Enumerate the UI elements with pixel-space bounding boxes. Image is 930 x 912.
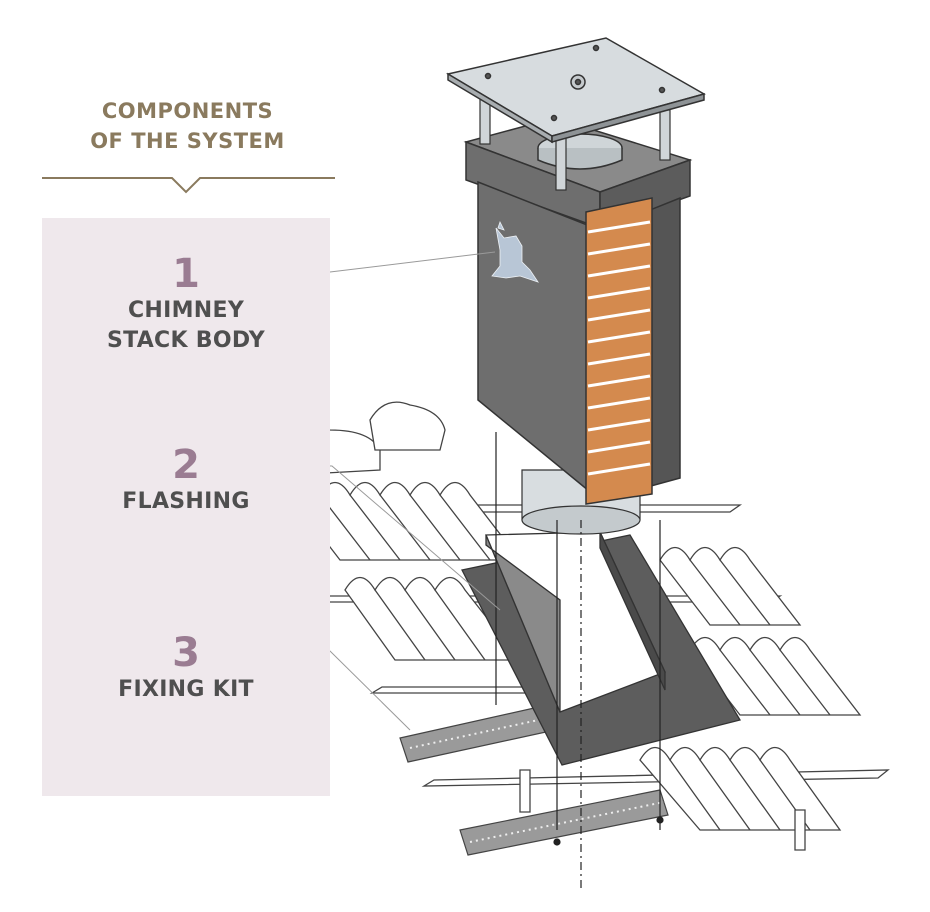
chimney-stack-body xyxy=(463,117,693,505)
component-1-name-line-1: CHIMNEY xyxy=(127,298,245,323)
component-2-name-line-1: FLASHING xyxy=(122,489,250,514)
chimney-cap-plate xyxy=(446,37,706,144)
heading-divider xyxy=(42,177,335,194)
component-3-label: 3 FIXING KIT xyxy=(42,631,330,705)
fixing-kit-rods xyxy=(399,699,669,856)
component-1-number: 1 xyxy=(172,251,200,297)
component-3-name-line-1: FIXING KIT xyxy=(118,677,254,702)
component-2-label: 2 FLASHING xyxy=(42,443,330,517)
components-heading: COMPONENTS OF THE SYSTEM xyxy=(40,96,335,156)
louvre-slats xyxy=(587,220,651,476)
flashing xyxy=(461,531,742,766)
component-1-label: 1 CHIMNEY STACK BODY xyxy=(42,252,330,356)
component-3-number: 3 xyxy=(172,630,200,676)
heading-line-2: OF THE SYSTEM xyxy=(90,129,285,153)
component-1-name-line-2: STACK BODY xyxy=(106,328,266,353)
components-panel xyxy=(42,218,330,796)
component-2-number: 2 xyxy=(172,442,200,488)
cat-logo-icon xyxy=(491,220,539,283)
assembly-guide-lines xyxy=(495,432,664,890)
heading-line-1: COMPONENTS xyxy=(101,99,274,123)
